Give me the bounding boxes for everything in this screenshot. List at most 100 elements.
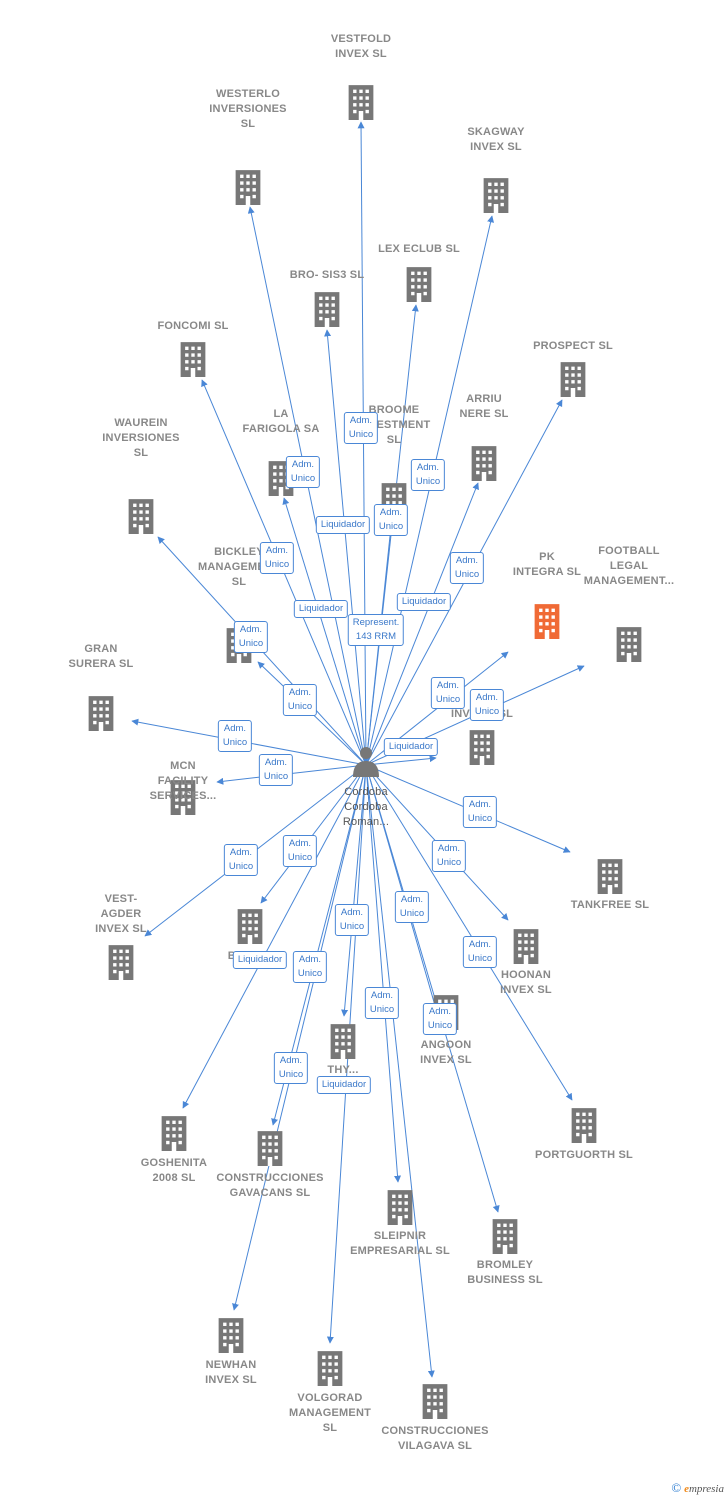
relation-badge: Adm. Unico (343, 412, 379, 444)
building-icon-westerlo[interactable] (235, 170, 261, 205)
relation-badge: Adm. Unico (217, 720, 253, 752)
relation-badge: Adm. Unico (259, 542, 295, 574)
brand-name: mpresia (688, 1483, 724, 1495)
building-icon-gavacans[interactable] (257, 1131, 283, 1166)
building-icon-waurein[interactable] (128, 499, 154, 534)
building-icon-vestfold[interactable] (348, 85, 374, 120)
person-icon[interactable] (353, 747, 379, 777)
node-label-sleipnir[interactable]: SLEIPNIR EMPRESARIAL SL (350, 1230, 450, 1257)
edge-newhan (232, 764, 367, 1311)
edge-portguorth (365, 764, 573, 1101)
node-label-angoon[interactable]: ANGOON INVEX SL (420, 1039, 472, 1066)
edge-arriunere (365, 482, 479, 766)
edge-lafarigola (282, 497, 367, 766)
node-label-foncomi[interactable]: FONCOMI SL (157, 320, 229, 332)
relation-badge: Adm. Unico (422, 1003, 458, 1035)
relation-badge: Adm. Unico (469, 689, 505, 721)
building-icon-vestagder[interactable] (108, 945, 134, 980)
relation-badge: Liquidador (316, 1076, 372, 1094)
icon-layer (88, 85, 642, 1419)
node-label-gransurera[interactable]: GRAN SURERA SL (68, 643, 134, 670)
node-label-westerlo[interactable]: WESTERLO INVERSIONES SL (209, 88, 287, 130)
edge-vilagava (365, 764, 435, 1378)
node-label-football[interactable]: FOOTBALL LEGAL MANAGEMENT... (583, 545, 675, 587)
node-label-vilagava[interactable]: CONSTRUCCIONES VILAGAVA SL (381, 1425, 489, 1452)
brand-initial: e (684, 1483, 689, 1495)
relation-badge: Adm. Unico (223, 844, 259, 876)
relation-badge: Adm. Unico (282, 835, 318, 867)
node-label-vestfold[interactable]: VESTFOLD INVEX SL (330, 33, 392, 60)
edge-brosis3 (324, 329, 367, 766)
relation-badge: Liquidador (232, 951, 288, 969)
node-label-pkintegra[interactable]: PK INTEGRA SL (512, 551, 582, 578)
edge-invercosl (365, 755, 437, 766)
node-label-gavacans[interactable]: CONSTRUCCIONES GAVACANS SL (216, 1172, 324, 1199)
relation-badge: Adm. Unico (273, 1052, 309, 1084)
building-icon-newhan[interactable] (218, 1318, 244, 1353)
relation-badge: Adm. Unico (292, 951, 328, 983)
node-label-newhan[interactable]: NEWHAN INVEX SL (205, 1359, 257, 1386)
node-label-bromley[interactable]: BROMLEY BUSINESS SL (467, 1259, 543, 1286)
relation-badge: Adm. Unico (285, 456, 321, 488)
edge-bromley (365, 764, 500, 1213)
relation-badge: Adm. Unico (430, 677, 466, 709)
building-icon-gransurera[interactable] (88, 696, 114, 731)
relation-badge: Liquidador (315, 516, 371, 534)
node-label-skagway[interactable]: SKAGWAY INVEX SL (467, 126, 525, 153)
node-label-waurein[interactable]: WAUREIN INVERSIONES SL (102, 417, 180, 459)
node-label-vestagder[interactable]: VEST- AGDER INVEX SL (95, 893, 147, 935)
node-label-arriunere[interactable]: ARRIU NERE SL (459, 393, 509, 420)
node-label-prospect[interactable]: PROSPECT SL (533, 340, 613, 352)
node-label-brosis3[interactable]: BRO- SIS3 SL (289, 269, 365, 281)
relation-badge: Liquidador (293, 600, 349, 618)
building-icon-lexeclub[interactable] (406, 267, 432, 302)
building-icon-vilagava[interactable] (422, 1384, 448, 1419)
building-icon-pkintegra[interactable] (534, 604, 560, 639)
node-label-mcn[interactable]: MCN FACILITY SERVICES... (149, 760, 217, 802)
building-icon-sleipnir[interactable] (387, 1190, 413, 1225)
relation-badge: Adm. Unico (373, 504, 409, 536)
node-label-tankfree[interactable]: TANKFREE SL (570, 899, 650, 911)
building-icon-goshenita[interactable] (161, 1116, 187, 1151)
center-person-label[interactable]: Cordoba Cordoba Roman... (342, 786, 390, 828)
footer-brand[interactable]: © empresia (671, 1480, 724, 1496)
edge-sleipnir (365, 764, 402, 1183)
node-label-portguorth[interactable]: PORTGUORTH SL (535, 1149, 633, 1161)
relation-badge: Adm. Unico (233, 621, 269, 653)
building-icon-skagway[interactable] (483, 178, 509, 213)
building-icon-foncomi[interactable] (180, 342, 206, 377)
building-icon-volgorad[interactable] (317, 1351, 343, 1386)
relation-badge: Adm. Unico (258, 754, 294, 786)
node-label-lafarigola[interactable]: LA FARIGOLA SA (242, 408, 320, 435)
node-label-volgorad[interactable]: VOLGORAD MANAGEMENT SL (288, 1392, 372, 1434)
relation-badge: Adm. Unico (334, 904, 370, 936)
building-icon-hoonan[interactable] (513, 929, 539, 964)
node-label-lexeclub[interactable]: LEX ECLUB SL (378, 243, 460, 255)
node-label-bickley[interactable]: BICKLEY MANAGEMENT SL (197, 546, 281, 588)
relation-badge: Adm. Unico (282, 684, 318, 716)
relation-badge: Adm. Unico (462, 936, 498, 968)
building-icon-brosis3[interactable] (314, 292, 340, 327)
building-icon-arriunere[interactable] (471, 446, 497, 481)
relation-badge: Adm. Unico (431, 840, 467, 872)
node-label-goshenita[interactable]: GOSHENITA 2008 SL (140, 1157, 208, 1184)
relation-badge: Adm. Unico (410, 459, 446, 491)
relation-badge: Adm. Unico (449, 552, 485, 584)
edge-goshenita (182, 764, 367, 1109)
building-icon-football[interactable] (616, 627, 642, 662)
edge-brifu (260, 764, 367, 904)
node-label-hoonan[interactable]: HOONAN INVEX SL (500, 969, 552, 996)
building-icon-thylo[interactable] (330, 1024, 356, 1059)
relation-badge: Liquidador (383, 738, 439, 756)
building-icon-tankfree[interactable] (597, 859, 623, 894)
relation-badge: Liquidador (396, 593, 452, 611)
relation-badge: Adm. Unico (462, 796, 498, 828)
copyright-symbol: © (671, 1480, 682, 1495)
building-icon-brifu[interactable] (237, 909, 263, 944)
building-icon-invercosl[interactable] (469, 730, 495, 765)
relation-badge: Represent. 143 RRM (347, 614, 405, 646)
building-icon-portguorth[interactable] (571, 1108, 597, 1143)
building-icon-bromley[interactable] (492, 1219, 518, 1254)
building-icon-prospect[interactable] (560, 362, 586, 397)
